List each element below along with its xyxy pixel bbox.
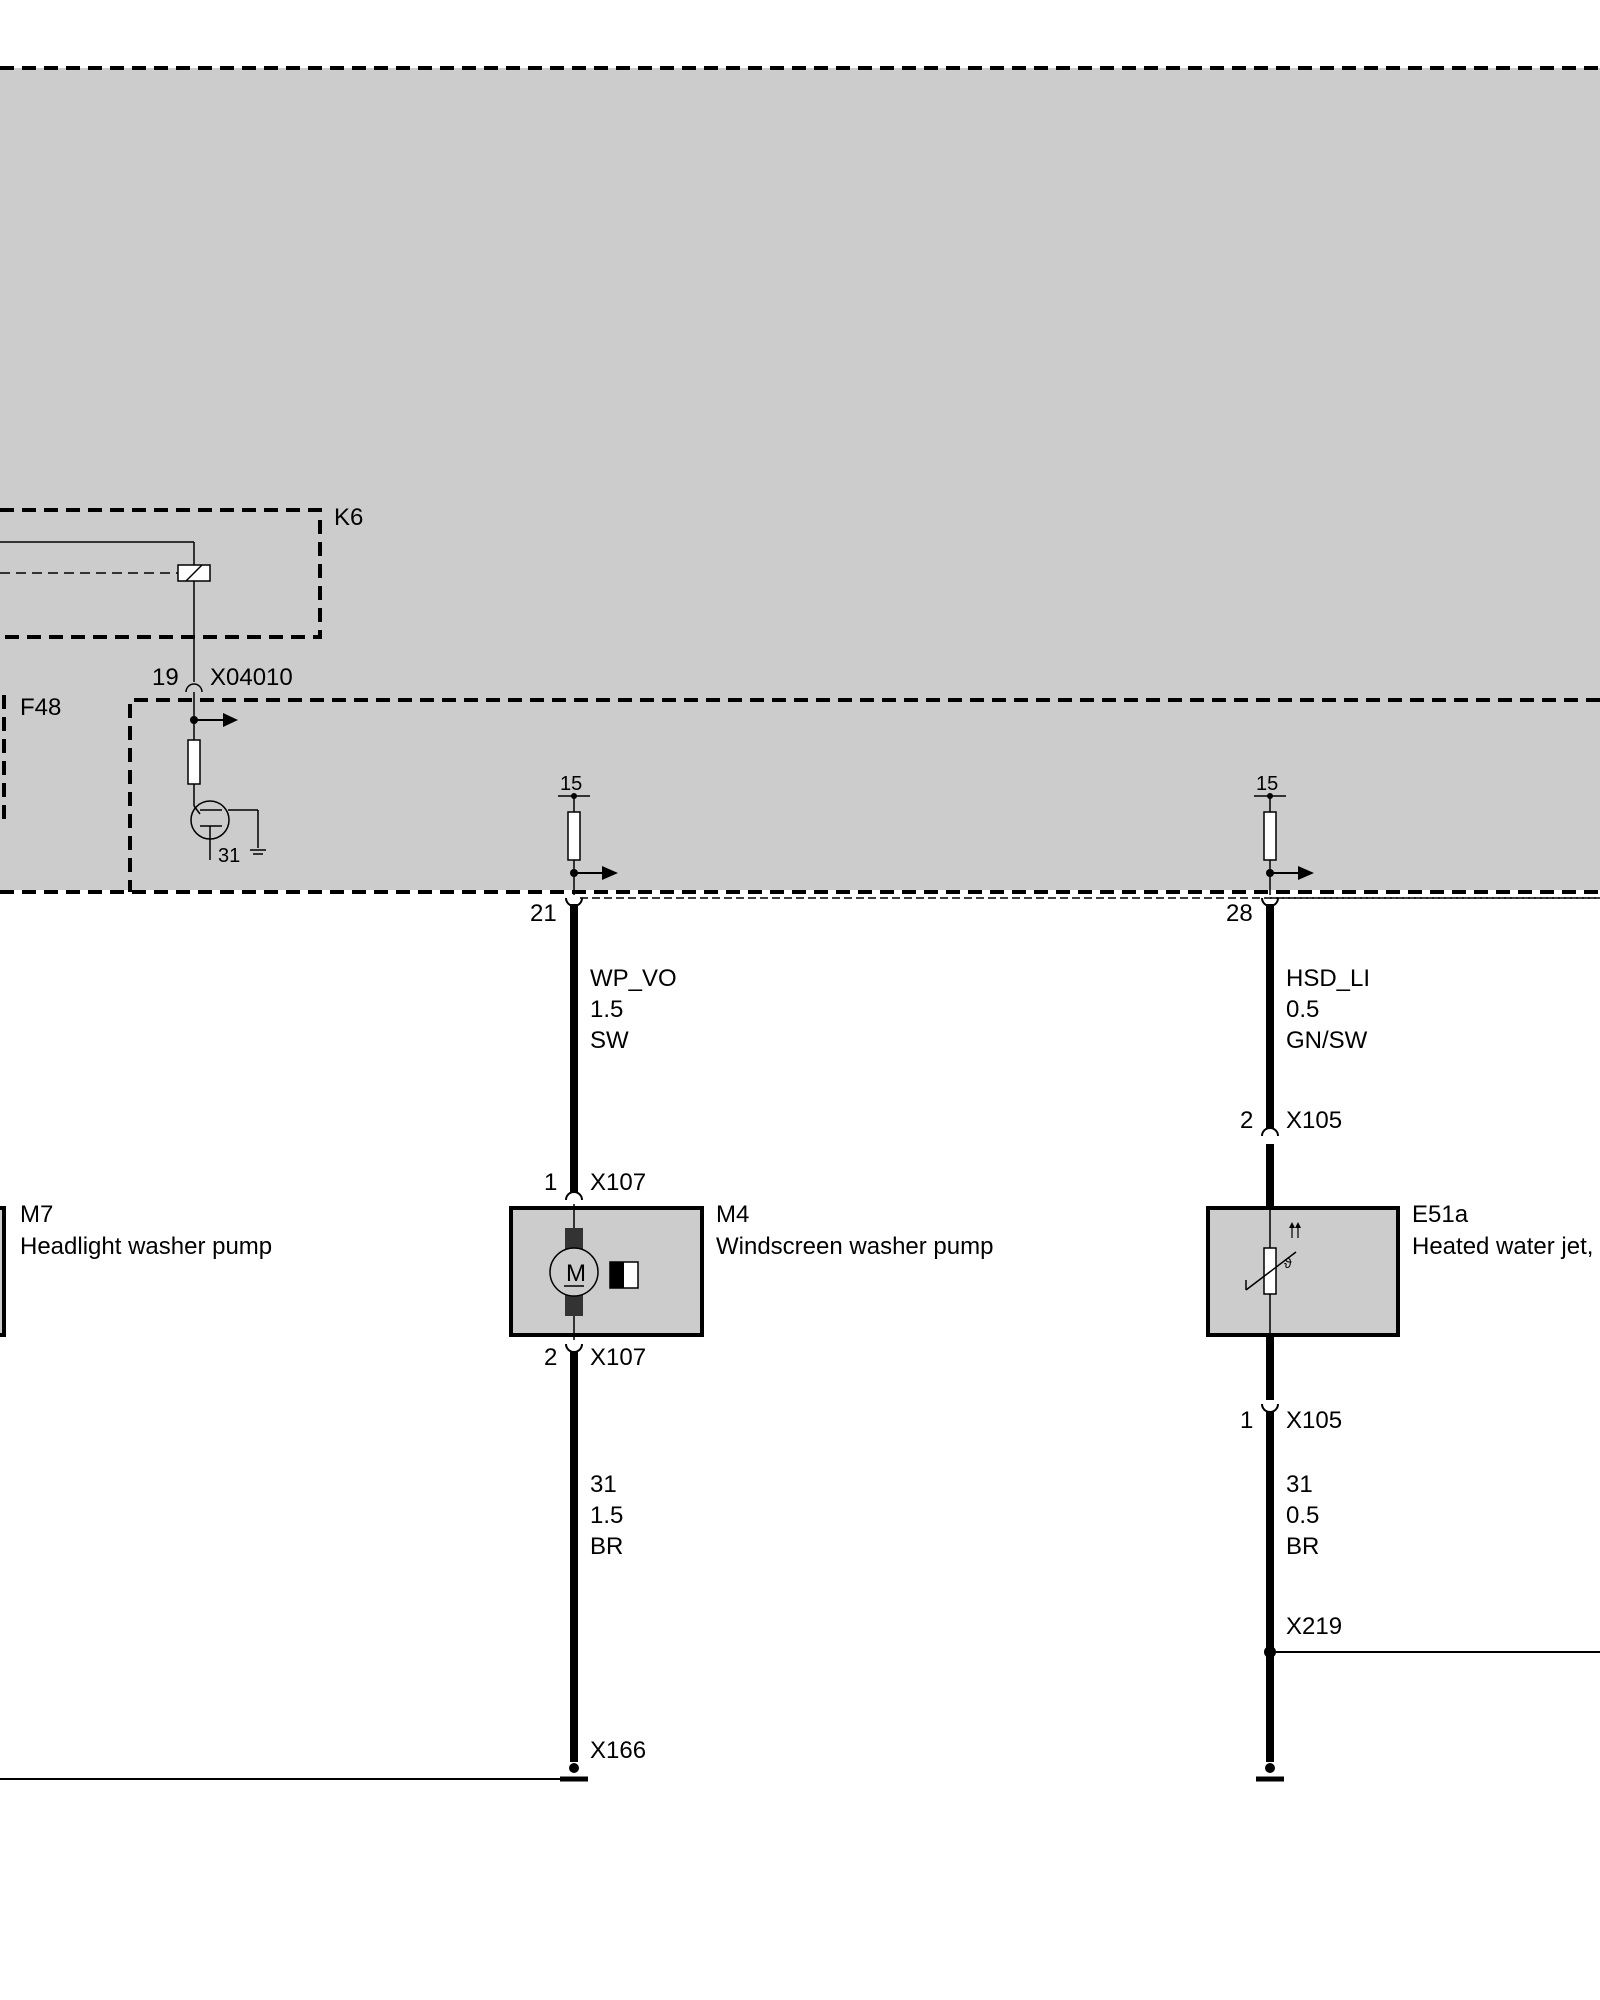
wire-e51a-ground: 31 0.5 BR bbox=[1266, 1412, 1319, 1762]
output-channel-21: 15 21 bbox=[530, 773, 618, 927]
wire-e51a-ground-size: 0.5 bbox=[1286, 1502, 1319, 1529]
wire-wp-vo-signal: WP_VO bbox=[590, 965, 677, 992]
connector-x105-top: 2 X105 bbox=[1240, 1107, 1342, 1208]
x105-top-pin: 2 bbox=[1240, 1107, 1253, 1134]
m4-name: Windscreen washer pump bbox=[716, 1233, 993, 1260]
m7-name: Headlight washer pump bbox=[20, 1233, 272, 1260]
m4-component: M M4 Windscreen washer pump bbox=[509, 1201, 993, 1340]
m4-code: M4 bbox=[716, 1201, 749, 1228]
pin-28-label: 28 bbox=[1226, 900, 1253, 927]
motor-symbol: M bbox=[566, 1260, 586, 1287]
motor-icon: M bbox=[549, 1228, 639, 1316]
x105-bottom-label: X105 bbox=[1286, 1407, 1342, 1434]
relay-coil-icon bbox=[177, 564, 211, 582]
k6-relay-block: K6 bbox=[0, 504, 363, 682]
f48-block: F48 bbox=[2, 694, 61, 820]
wire-e51a-ground-color: BR bbox=[1286, 1533, 1319, 1560]
m7-code: M7 bbox=[20, 1201, 53, 1228]
wire-m4-ground-signal: 31 bbox=[590, 1471, 617, 1498]
ground-31-label: 31 bbox=[218, 845, 240, 867]
wire-wp-vo-size: 1.5 bbox=[590, 996, 623, 1023]
connector-x107-bottom: 2 X107 bbox=[544, 1343, 646, 1371]
x107-bottom-label: X107 bbox=[590, 1344, 646, 1371]
splice-x219: X219 bbox=[1264, 1613, 1600, 1658]
terminal-15-right-label: 15 bbox=[1256, 773, 1278, 795]
wire-hsd-li-color: GN/SW bbox=[1286, 1027, 1368, 1054]
wire-hsd-li: HSD_LI 0.5 GN/SW bbox=[1266, 904, 1370, 1128]
pin-21-label: 21 bbox=[530, 900, 557, 927]
control-unit bbox=[0, 66, 1600, 899]
wire-hsd-li-signal: HSD_LI bbox=[1286, 965, 1370, 992]
x166-label: X166 bbox=[590, 1737, 646, 1764]
x105-top-label: X105 bbox=[1286, 1107, 1342, 1134]
e51a-name: Heated water jet, bbox=[1412, 1233, 1593, 1260]
connector-x105-bottom: 1 X105 bbox=[1240, 1403, 1342, 1434]
wire-hsd-li-size: 0.5 bbox=[1286, 996, 1319, 1023]
ground-icon bbox=[250, 849, 266, 855]
k6-label: K6 bbox=[334, 504, 363, 531]
x107-top-pin: 1 bbox=[544, 1169, 557, 1196]
ground-point-right bbox=[1256, 1763, 1284, 1782]
connector-x107-top: 1 X107 bbox=[544, 1169, 646, 1201]
wire-e51a-ground-signal: 31 bbox=[1286, 1471, 1313, 1498]
output-channel-28: 15 28 bbox=[1226, 773, 1314, 927]
x04010-pin-label: 19 bbox=[152, 664, 179, 691]
terminal-15-left-label: 15 bbox=[560, 773, 582, 795]
heating-element-icon: ϑ bbox=[1245, 1222, 1301, 1295]
m7-component: M7 Headlight washer pump bbox=[0, 1201, 272, 1337]
e51a-code: E51a bbox=[1412, 1201, 1469, 1228]
x107-bottom-pin: 2 bbox=[544, 1344, 557, 1371]
wire-wp-vo-color: SW bbox=[590, 1027, 629, 1054]
wire-m4-ground: 31 1.5 BR bbox=[570, 1352, 623, 1762]
wire-wp-vo: WP_VO 1.5 SW bbox=[570, 904, 677, 1192]
ground-point-x166: X166 bbox=[0, 1737, 646, 1782]
f48-label: F48 bbox=[20, 694, 61, 721]
x219-label: X219 bbox=[1286, 1613, 1342, 1640]
x04010-circuit: 19 X04010 31 bbox=[152, 664, 293, 867]
x107-top-label: X107 bbox=[590, 1169, 646, 1196]
x04010-label: X04010 bbox=[210, 664, 293, 691]
e51a-component: ϑ E51a Heated water jet, bbox=[1206, 1201, 1593, 1337]
transistor-icon bbox=[190, 800, 230, 860]
wire-m4-ground-color: BR bbox=[590, 1533, 623, 1560]
svg-text:ϑ: ϑ bbox=[1284, 1255, 1292, 1271]
wire-m4-ground-size: 1.5 bbox=[590, 1502, 623, 1529]
x105-bottom-pin: 1 bbox=[1240, 1407, 1253, 1434]
